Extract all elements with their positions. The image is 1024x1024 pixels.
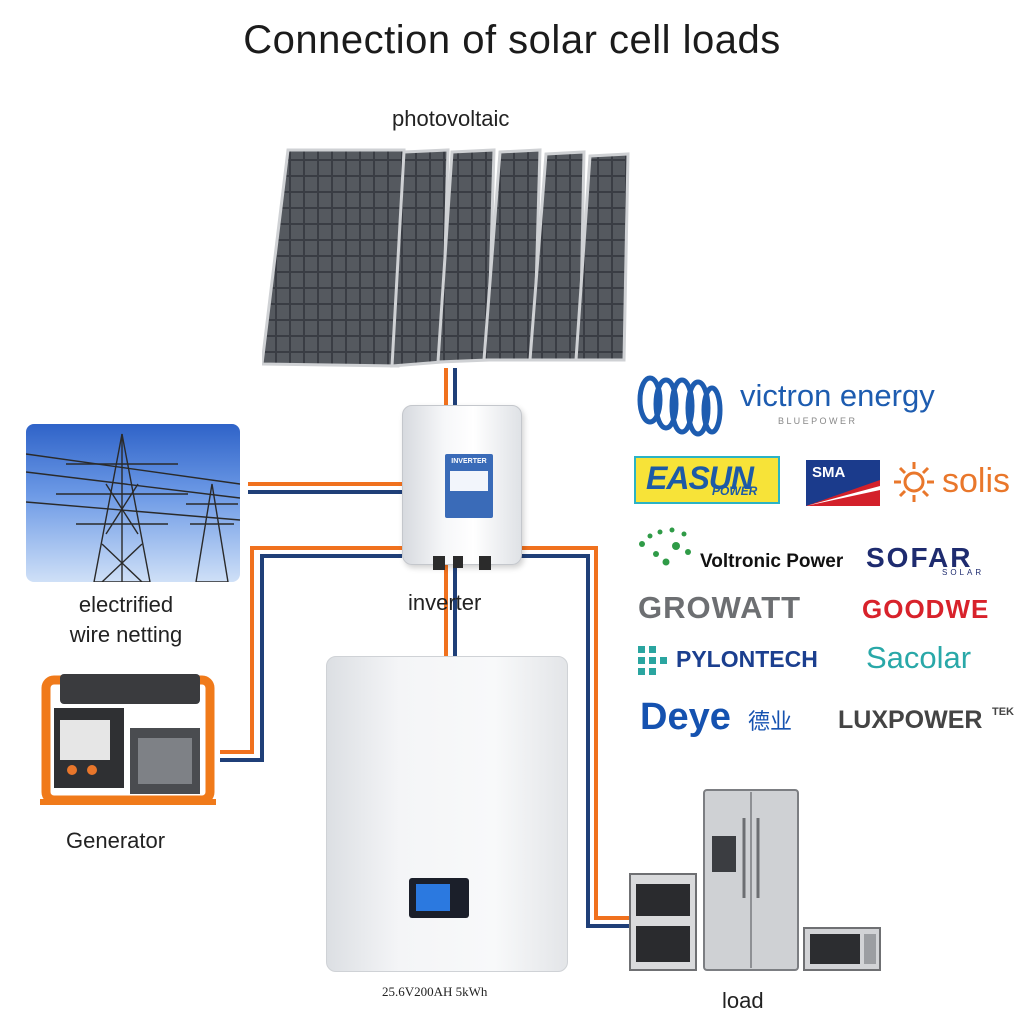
battery-lcd bbox=[416, 884, 450, 911]
load-label: load bbox=[722, 988, 764, 1013]
sma-logo: SMA bbox=[806, 460, 880, 506]
sofar-subtext: SOLAR bbox=[942, 568, 985, 577]
victron-energy-logo: victron energy B L U E P O W E R bbox=[636, 374, 1006, 440]
voltronic-power-wordmark: Voltronic Power bbox=[700, 551, 844, 572]
power-pylon-image bbox=[26, 424, 240, 582]
easun-power-logo: EASUN POWER bbox=[634, 456, 780, 504]
inverter-device: INVERTER bbox=[402, 405, 522, 570]
electrified-label-line2: wire netting bbox=[69, 622, 183, 647]
pylontech-wordmark: PYLONTECH bbox=[676, 646, 818, 672]
battery-display bbox=[409, 878, 469, 918]
home-appliances-image bbox=[628, 788, 884, 972]
easun-wordmark: EASUN bbox=[646, 460, 754, 496]
victron-wordmark: victron energy bbox=[740, 378, 935, 413]
sacolar-wordmark: Sacolar bbox=[866, 640, 972, 675]
wire-inverter-load bbox=[520, 546, 632, 928]
battery-unit bbox=[326, 656, 568, 972]
luxpower-wordmark: LUXPOWER bbox=[838, 706, 983, 734]
solis-wordmark: solis bbox=[942, 462, 1011, 500]
inverter-port bbox=[453, 556, 463, 568]
goodwe-wordmark: GOODWE bbox=[862, 594, 990, 624]
wire-generator-inverter bbox=[220, 546, 402, 762]
battery-spec-caption: 25.6V200AH 5kWh bbox=[382, 984, 488, 999]
wire-grid-inverter bbox=[248, 482, 402, 494]
victron-tagline: B L U E P O W E R bbox=[778, 416, 856, 426]
growatt-wordmark: GROWATT bbox=[638, 590, 802, 625]
electrified-label-line1: electrified bbox=[78, 592, 174, 617]
inverter-display bbox=[450, 471, 488, 491]
solar-panel-6 bbox=[574, 152, 630, 362]
luxpower-tek-text: TEK bbox=[992, 706, 1014, 718]
wall-oven-icon bbox=[629, 873, 697, 971]
page-title: Connection of solar cell loads bbox=[243, 18, 781, 62]
wire-inverter-battery bbox=[444, 565, 457, 656]
pylontech-icon bbox=[636, 644, 670, 676]
inverter-port bbox=[479, 556, 491, 570]
generator-label: Generator bbox=[66, 828, 166, 853]
inverter-badge-text: INVERTER bbox=[451, 458, 487, 465]
easun-subtext: POWER bbox=[712, 484, 758, 498]
solar-panels-image bbox=[260, 144, 634, 370]
wire-pv-inverter bbox=[444, 368, 457, 408]
generator-image bbox=[40, 668, 216, 806]
sofar-wordmark: SOFAR bbox=[866, 542, 973, 573]
refrigerator-icon bbox=[703, 789, 799, 971]
sma-wordmark: SMA bbox=[812, 464, 846, 481]
photovoltaic-label: photovoltaic bbox=[392, 106, 510, 131]
microwave-icon bbox=[803, 927, 881, 971]
solis-sun-icon bbox=[892, 460, 936, 504]
inverter-port bbox=[433, 556, 445, 570]
inverter-badge: INVERTER bbox=[445, 454, 493, 518]
solar-panel-1 bbox=[260, 148, 406, 368]
inverter-label: inverter bbox=[408, 590, 482, 615]
deye-wordmark: Deye bbox=[640, 696, 731, 738]
voltronic-dots-icon bbox=[636, 524, 700, 570]
deye-chinese-wordmark: 德业 bbox=[748, 709, 793, 734]
